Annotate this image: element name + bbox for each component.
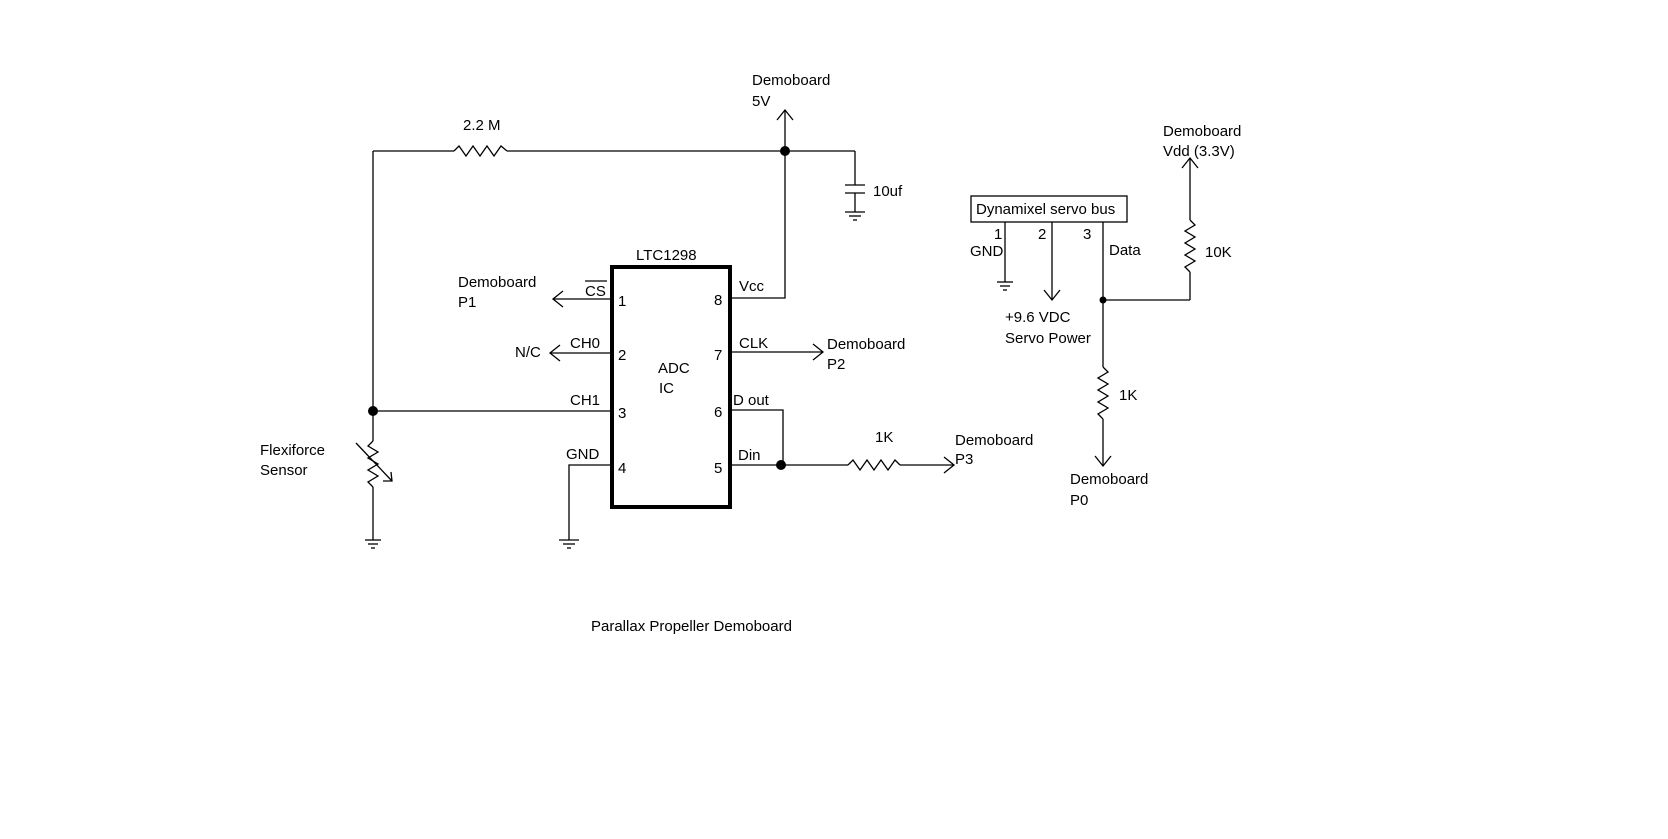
ground-symbol-bus xyxy=(997,281,1013,291)
pin7-clk-arrow xyxy=(730,343,825,361)
servo-power-label-line1: +9.6 VDC xyxy=(1005,309,1071,326)
ground-symbol-cap xyxy=(845,211,865,221)
pin2-number: 2 xyxy=(618,347,626,364)
nc-label: N/C xyxy=(515,344,541,361)
servo-bus-label: Dynamixel servo bus xyxy=(976,201,1115,218)
p3-label-line2: P3 xyxy=(955,451,973,468)
resistor-1k-p0 xyxy=(1096,366,1110,420)
ic-body xyxy=(610,265,732,509)
resistor-10k-label: 10K xyxy=(1205,244,1232,261)
pin3-name: CH1 xyxy=(570,392,600,409)
pin8-name: Vcc xyxy=(739,278,765,295)
bus-gnd-label: GND xyxy=(970,243,1004,260)
bus-pin1-label: 1 xyxy=(994,226,1002,243)
vcc-wire xyxy=(730,151,786,299)
ic-part-label: LTC1298 xyxy=(636,247,697,264)
pin5-name: Din xyxy=(738,447,761,464)
diagram-caption: Parallax Propeller Demoboard xyxy=(591,618,792,635)
pin4-name: GND xyxy=(566,446,600,463)
capacitor-10uf-label: 10uf xyxy=(873,183,903,200)
pin1-number: 1 xyxy=(618,293,626,310)
p1-label-line2: P1 xyxy=(458,294,476,311)
bus-pin2-label: 2 xyxy=(1038,226,1046,243)
vdd-label-line2: Vdd (3.3V) xyxy=(1163,143,1235,160)
pin7-name: CLK xyxy=(739,335,768,352)
flexiforce-sensor xyxy=(355,411,393,540)
servo-power-arrow xyxy=(1043,222,1061,302)
capacitor-10uf xyxy=(845,151,865,212)
supply-5v-label-line2: 5V xyxy=(752,93,770,110)
pin2-ch0-arrow xyxy=(548,344,612,362)
p1-label-line1: Demoboard xyxy=(458,274,536,291)
ground-symbol-chip xyxy=(559,539,579,549)
p3-arrow xyxy=(900,456,956,474)
p0-arrow xyxy=(1094,419,1112,468)
vdd-label-line1: Demoboard xyxy=(1163,123,1241,140)
p2-label-line1: Demoboard xyxy=(827,336,905,353)
dout-wire xyxy=(730,409,784,465)
resistor-2m2 xyxy=(453,144,508,158)
bus-pin3-label: 3 xyxy=(1083,226,1091,243)
sensor-label-line1: Flexiforce xyxy=(260,442,325,459)
supply-5v-label-line1: Demoboard xyxy=(752,72,830,89)
pin7-number: 7 xyxy=(714,347,722,364)
bus-data-label: Data xyxy=(1109,242,1141,259)
pin6-name: D out xyxy=(733,392,770,409)
supply-vdd-arrow xyxy=(1181,156,1199,220)
resistor-10k xyxy=(1183,219,1197,273)
pin3-number: 3 xyxy=(618,405,626,422)
sensor-label-line2: Sensor xyxy=(260,462,308,479)
gnd-pin-wire xyxy=(568,464,612,540)
ic-body-label-line2: IC xyxy=(659,380,674,397)
pin4-number: 4 xyxy=(618,460,626,477)
resistor-1k-din-label: 1K xyxy=(875,429,893,446)
p0-label-line2: P0 xyxy=(1070,492,1088,509)
pin8-number: 8 xyxy=(714,292,722,309)
servo-power-label-line2: Servo Power xyxy=(1005,330,1091,347)
pin1-name: CS xyxy=(585,283,606,300)
ic-body-label-line1: ADC xyxy=(658,360,690,377)
p3-label-line1: Demoboard xyxy=(955,432,1033,449)
p2-label-line2: P2 xyxy=(827,356,845,373)
resistor-1k-din xyxy=(847,458,901,472)
supply-5v-arrow xyxy=(776,108,794,151)
resistor-1k-p0-label: 1K xyxy=(1119,387,1137,404)
pin6-number: 6 xyxy=(714,404,722,421)
resistor-2m2-label: 2.2 M xyxy=(463,117,501,134)
junction-din xyxy=(776,460,786,470)
junction-data xyxy=(1099,296,1107,304)
pin1-cs-arrow xyxy=(551,290,612,308)
pin5-number: 5 xyxy=(714,460,722,477)
pin2-name: CH0 xyxy=(570,335,600,352)
servo-bus-box xyxy=(970,195,1128,223)
ground-symbol-sensor xyxy=(365,539,381,549)
p0-label-line1: Demoboard xyxy=(1070,471,1148,488)
